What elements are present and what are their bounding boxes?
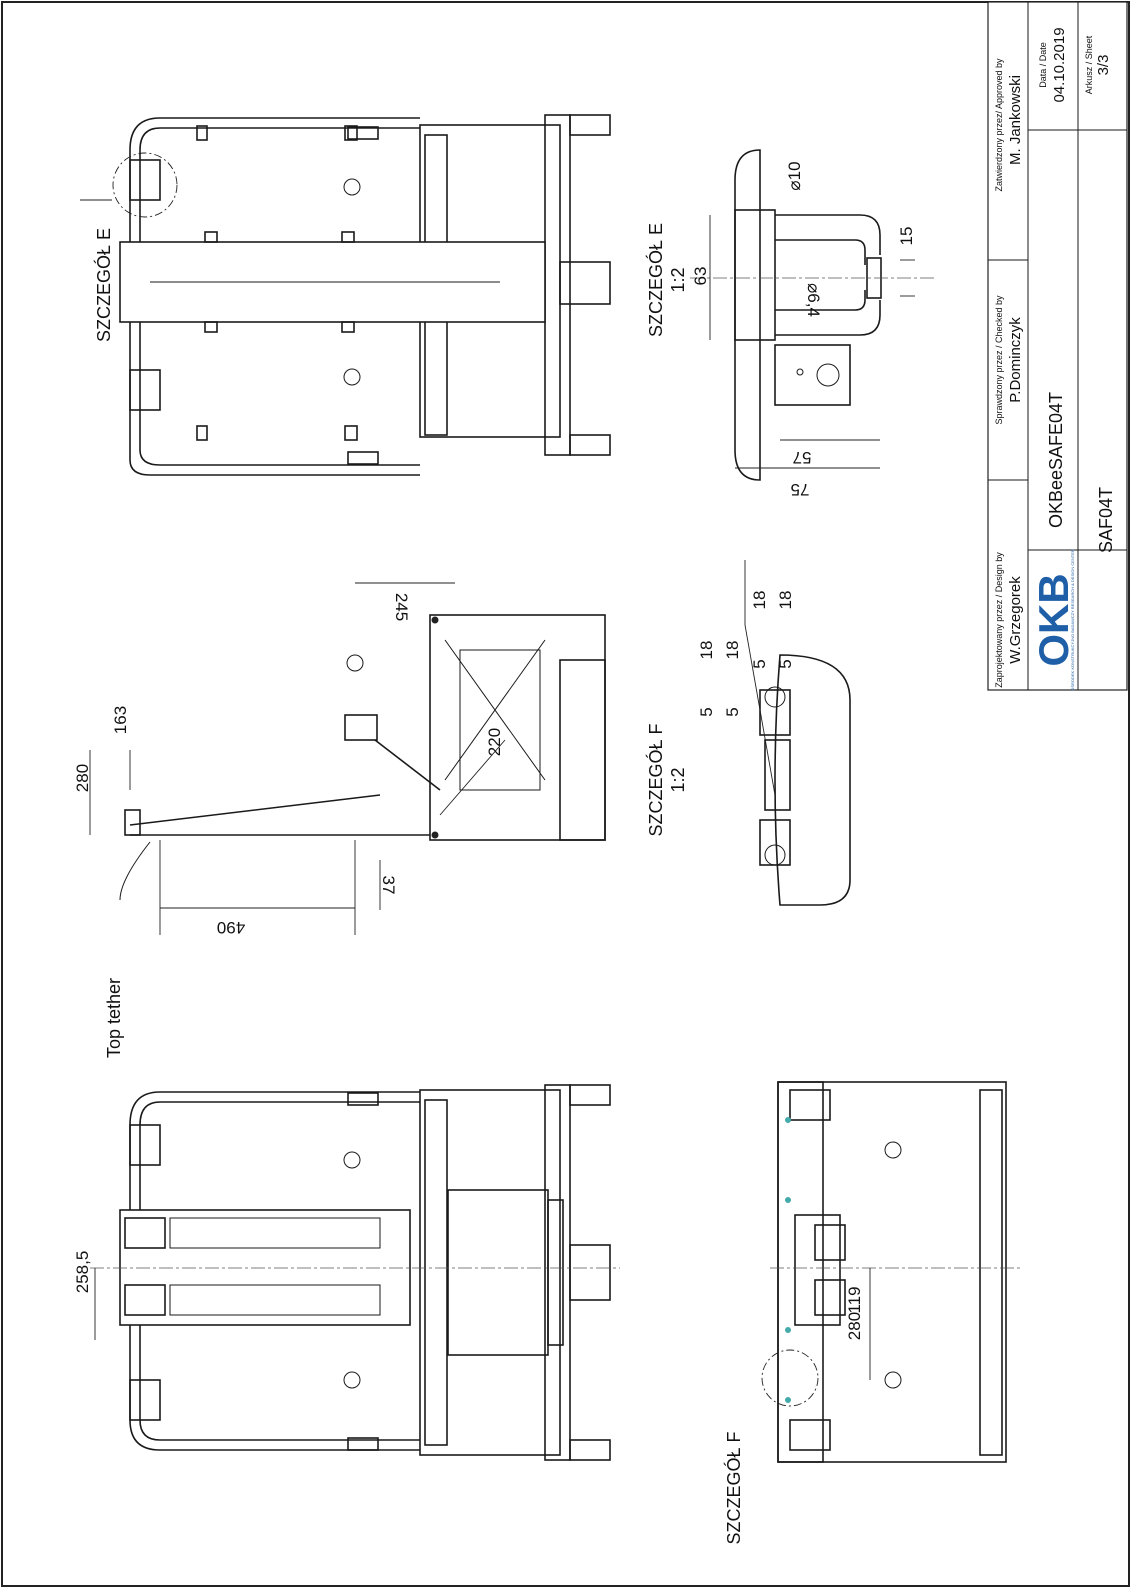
- view-labels: SZCZEGÓŁ E Top tether SZCZEGÓŁ F SZCZEGÓ…: [93, 223, 744, 1545]
- checked-label: Sprawdzony przez / Checked by: [994, 295, 1004, 425]
- checked-name: P.Dominczyk: [1007, 317, 1024, 403]
- title-block: Zatwierdzony przez/ Approved by M. Janko…: [987, 1, 1128, 691]
- detail-f-scale: 1:2: [668, 767, 688, 792]
- okb-logo-text: OKB: [1030, 573, 1077, 666]
- dim-57: 57: [793, 448, 812, 467]
- date-label: Data / Date: [1038, 42, 1048, 88]
- dim-63: 63: [691, 267, 710, 286]
- approved-name: M. Jankowski: [1007, 75, 1024, 165]
- detail-e-view: [690, 149, 935, 481]
- top-tether-label: Top tether: [104, 978, 124, 1058]
- dim-5-b: 5: [723, 707, 742, 716]
- bottom-view: [761, 1081, 1020, 1463]
- okb-logo-subtext: OŚRODEK KONSTRUKCYJNO BADAWCZY RESEARCH …: [1070, 549, 1075, 691]
- dim-5-a: 5: [697, 707, 716, 716]
- dim-220: 220: [485, 728, 504, 756]
- dim-5-c: 5: [750, 659, 769, 668]
- sheet-value: 3/3: [1095, 55, 1112, 76]
- side-view: [89, 582, 606, 935]
- dim-5-d: 5: [776, 659, 795, 668]
- detail-e-scale: 1:2: [668, 267, 688, 292]
- detail-f-title: SZCZEGÓŁ F: [645, 723, 666, 836]
- drawing-code: SAF04T: [1096, 487, 1116, 553]
- dim-163: 163: [111, 706, 130, 734]
- design-label: Zaprojektowany przez / Design by: [994, 552, 1004, 688]
- approved-label: Zatwierdzony przez/ Approved by: [994, 58, 1004, 192]
- dim-490: 490: [217, 918, 245, 937]
- dimension-labels: 258,5 280 163 220 245 490 37 63 ⌀10 15 ⌀…: [73, 161, 916, 1340]
- dim-dia-6-4: ⌀6,4: [804, 283, 823, 317]
- detail-f-view: [744, 560, 851, 906]
- detail-e-callout: SZCZEGÓŁ E: [93, 228, 114, 342]
- detail-f-callout: SZCZEGÓŁ F: [723, 1431, 744, 1544]
- dim-280-side: 280: [73, 764, 92, 792]
- date-value: 04.10.2019: [1051, 27, 1068, 102]
- dim-18-d: 18: [776, 591, 795, 610]
- dim-37: 37: [379, 876, 398, 895]
- dim-119: 119: [845, 1286, 864, 1313]
- top-view-seat: [80, 114, 611, 476]
- dim-245: 245: [392, 593, 411, 621]
- drawing-name: OKBeeSAFE04T: [1046, 392, 1066, 528]
- dim-18-a: 18: [697, 641, 716, 660]
- sheet-label: Arkusz / Sheet: [1084, 35, 1094, 94]
- dim-15: 15: [897, 227, 916, 246]
- dim-18-b: 18: [723, 641, 742, 660]
- dim-280-bottom: 280: [845, 1312, 864, 1340]
- dim-18-c: 18: [750, 591, 769, 610]
- design-name: W.Grzegorek: [1007, 576, 1024, 664]
- dim-258-5: 258,5: [73, 1251, 92, 1294]
- dim-75: 75: [791, 480, 810, 499]
- top-view-belts: [90, 1084, 620, 1461]
- detail-e-title: SZCZEGÓŁ E: [645, 223, 666, 337]
- okb-logo: OKB OŚRODEK KONSTRUKCYJNO BADAWCZY RESEA…: [1030, 549, 1077, 691]
- dim-dia-10: ⌀10: [785, 161, 804, 190]
